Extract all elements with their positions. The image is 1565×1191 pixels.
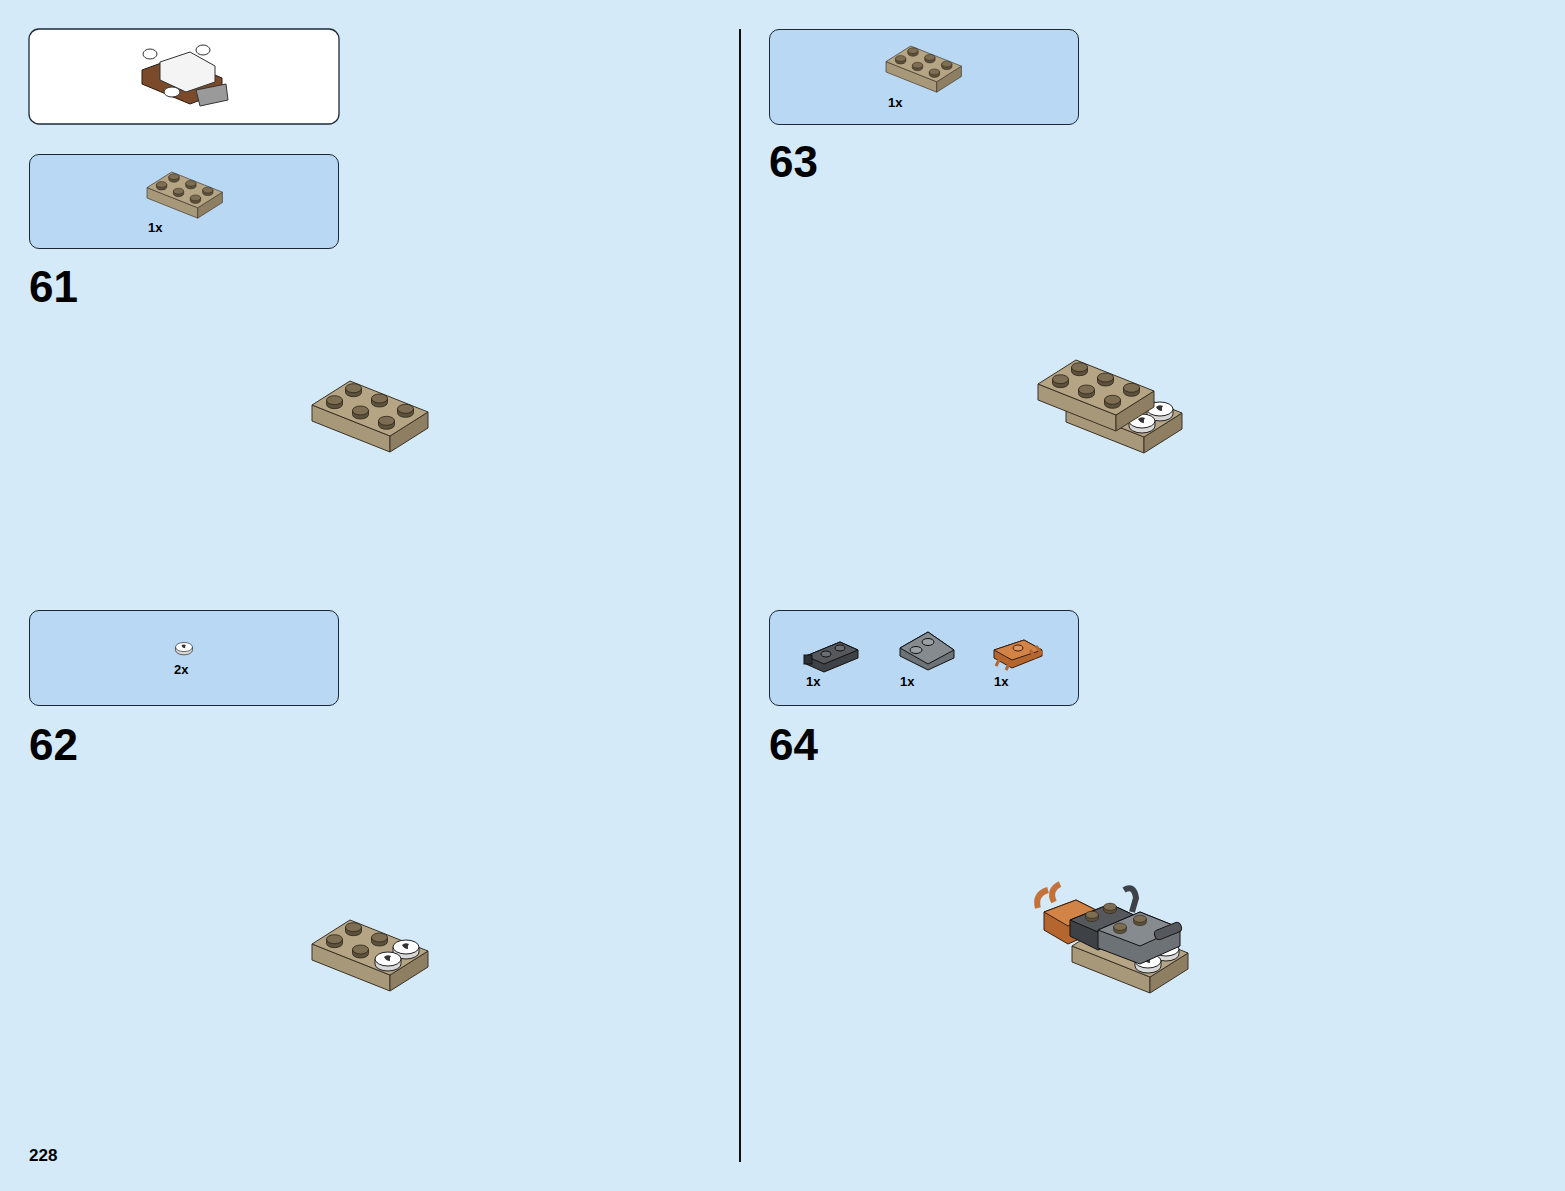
illustration-part <box>160 52 215 92</box>
step-number: 64 <box>769 723 818 767</box>
illustration-part <box>312 920 428 991</box>
illustration-part <box>900 632 954 670</box>
illustration-part <box>886 46 961 92</box>
illustration-part <box>143 49 157 59</box>
illustration-part <box>327 923 388 958</box>
illustration-part <box>1038 360 1154 431</box>
illustration-part <box>922 639 934 646</box>
illustration-part <box>835 645 845 651</box>
illustration-part <box>821 651 831 657</box>
part-grey-plate-icon <box>900 632 954 670</box>
page-divider <box>739 29 741 1162</box>
illustration-part <box>1104 903 1117 913</box>
part-quantity: 1x <box>900 675 914 688</box>
illustration-part <box>1124 888 1136 912</box>
illustration-part <box>806 642 858 664</box>
panel-grounds <box>29 29 1079 706</box>
step-number: 63 <box>769 140 818 184</box>
submodel-preview <box>142 45 228 106</box>
part-plate-icon <box>147 172 222 218</box>
illustration-part <box>29 29 339 124</box>
part-orange-clip-icon <box>994 640 1042 670</box>
illustration-part <box>1153 921 1183 941</box>
page-number: 228 <box>29 1147 57 1164</box>
parts-callout-box: 2x <box>29 610 339 706</box>
part-plate-icon <box>886 46 961 92</box>
illustration-part <box>900 632 954 664</box>
part-quantity: 1x <box>148 221 162 234</box>
part-quantity: 1x <box>888 96 902 109</box>
illustration-part <box>1134 915 1147 925</box>
illustration-part <box>196 84 228 106</box>
step-61-model <box>312 381 428 452</box>
illustration-part <box>1037 884 1060 908</box>
step-64-model <box>1037 884 1188 993</box>
illustration-part <box>29 610 339 706</box>
illustration-part <box>806 642 858 672</box>
parts-callout-box: 1x <box>29 154 339 249</box>
part-quantity: 1x <box>994 675 1008 688</box>
illustration-part <box>147 172 222 218</box>
illustration-part <box>1013 645 1023 651</box>
part-quantity: 1x <box>806 675 820 688</box>
illustration-part <box>804 655 812 664</box>
parts-callout-box: 1x <box>769 29 1079 125</box>
step-63-model <box>1038 360 1182 453</box>
part-round-tile-icon <box>176 643 193 655</box>
illustration-part <box>375 940 419 971</box>
illustration-part <box>196 45 210 55</box>
step-number: 61 <box>29 265 78 309</box>
illustration-part <box>1098 912 1180 964</box>
parts-callout-box: 1x 1x 1x <box>769 610 1079 706</box>
illustration-part <box>164 87 180 97</box>
illustration-part <box>996 646 1042 670</box>
illustration-part <box>1086 911 1099 921</box>
illustration-part <box>29 154 339 249</box>
part-quantity: 2x <box>174 663 188 676</box>
part-clip-plate-icon <box>804 642 858 672</box>
illustration-part <box>910 647 922 654</box>
step-62-model <box>312 920 428 991</box>
step-number: 62 <box>29 723 78 767</box>
illustration-part <box>312 381 428 452</box>
illustration-part <box>176 643 193 655</box>
illustration-part <box>769 610 1079 706</box>
illustration-part <box>1114 923 1127 933</box>
illustration-part <box>769 29 1079 125</box>
